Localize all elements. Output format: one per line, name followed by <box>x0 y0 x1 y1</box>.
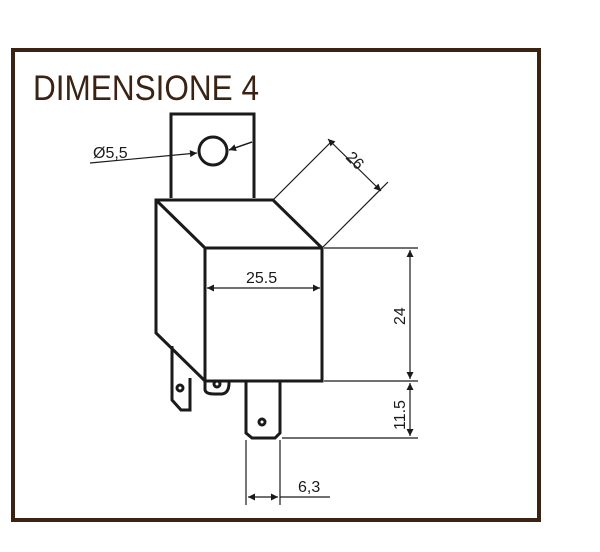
dimension-height: 24 <box>324 247 418 382</box>
drawing-frame <box>11 48 541 522</box>
hole-diameter-label: Ø5,5 <box>93 145 128 162</box>
dimension-pin-length: 11.5 <box>282 383 418 439</box>
terminal-pins <box>170 346 282 440</box>
pin-width-label: 6,3 <box>298 479 320 496</box>
pin-length-label: 11.5 <box>392 400 409 430</box>
width-label: 25.5 <box>246 270 277 287</box>
dimension-width: 25.5 <box>207 270 320 292</box>
terminal-pin-front <box>244 381 282 440</box>
terminal-pin-middle <box>203 379 231 396</box>
dimension-depth: 26 <box>272 138 389 249</box>
height-label: 24 <box>392 307 409 325</box>
terminal-pin-left <box>170 346 192 412</box>
dimension-hole-diameter: Ø5,5 <box>89 141 253 164</box>
dimension-pin-width: 6,3 <box>245 440 330 505</box>
relay-body <box>154 198 324 383</box>
mounting-tab <box>169 112 256 198</box>
depth-label: 26 <box>342 149 367 174</box>
mounting-hole <box>197 135 229 167</box>
drawing-title: DIMENSIONE 4 <box>33 69 259 108</box>
